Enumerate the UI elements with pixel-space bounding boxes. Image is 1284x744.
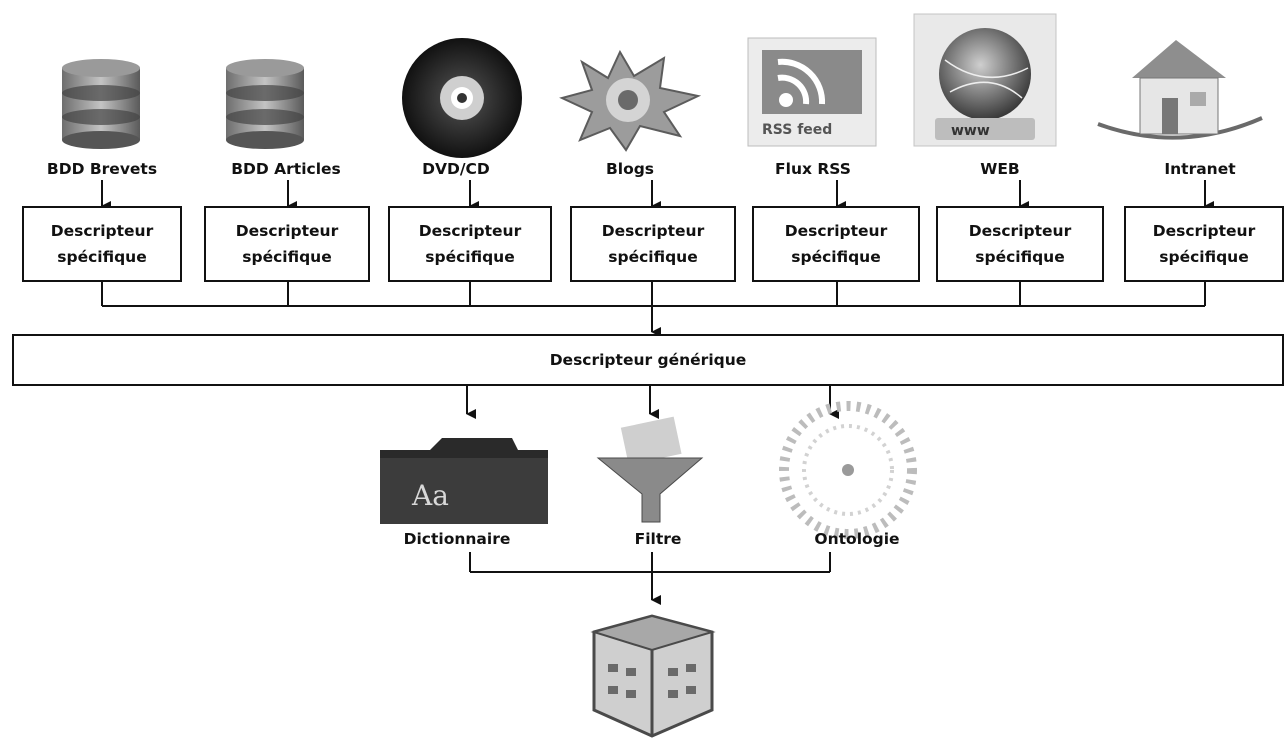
specific-descriptor-line1: Descripteur [968,221,1072,240]
specific-descriptor-line2: spécifique [242,248,332,266]
tool-label-ontologie: Ontologie [814,530,899,548]
specific-descriptor-box-dvd-cd: Descripteur spécifique [388,206,552,282]
source-label-blogs: Blogs [606,160,654,178]
specific-descriptor-line1: Descripteur [1152,221,1256,240]
blog-splash-icon [559,49,702,152]
source-label-flux-rss: Flux RSS [775,160,851,178]
source-label-web: WEB [980,160,1020,178]
rss-feed-icon: RSS feed [747,37,877,147]
generic-descriptor-label: Descripteur générique [549,350,747,369]
specific-descriptor-line2: spécifique [608,248,698,266]
disc-icon [402,38,522,158]
source-label-dvd-cd: DVD/CD [422,160,490,178]
source-arrows [101,180,1214,211]
dictionary-folder-icon: Aa [380,438,548,524]
web-globe-icon: www [913,13,1057,147]
specific-descriptor-line1: Descripteur [50,221,154,240]
tool-arrows [466,386,839,419]
source-label-intranet: Intranet [1164,160,1236,178]
svg-text:Aa: Aa [411,479,449,512]
funnel-filter-icon [596,416,704,523]
source-label-bdd-brevets: BDD Brevets [47,160,157,178]
database-icon [62,59,140,149]
svg-text:RSS feed: RSS feed [762,122,832,138]
specific-descriptor-box-intranet: Descripteur spécifique [1124,206,1284,282]
data-cube-icon [590,614,716,738]
specific-descriptor-line2: spécifique [975,248,1065,266]
house-icon [1097,40,1263,140]
specific-descriptor-box-flux-rss: Descripteur spécifique [752,206,920,282]
svg-text:www: www [951,123,990,139]
tools-merge-lines [469,552,831,573]
tool-label-dictionnaire: Dictionnaire [404,530,511,548]
specific-descriptor-line2: spécifique [1159,248,1249,266]
specific-descriptor-line1: Descripteur [784,221,888,240]
database-icon [226,59,304,149]
specific-descriptor-box-blogs: Descripteur spécifique [570,206,736,282]
source-label-bdd-articles: BDD Articles [231,160,341,178]
specific-descriptor-line1: Descripteur [418,221,522,240]
tool-label-filtre: Filtre [635,530,682,548]
generic-descriptor-box: Descripteur générique [12,334,1284,386]
specific-descriptor-box-bdd-brevets: Descripteur spécifique [22,206,182,282]
specific-descriptor-line2: spécifique [791,248,881,266]
specific-descriptor-box-bdd-articles: Descripteur spécifique [204,206,370,282]
specific-descriptor-line2: spécifique [425,248,515,266]
specific-descriptor-box-web: Descripteur spécifique [936,206,1104,282]
specific-descriptor-line2: spécifique [57,248,147,266]
specific-descriptor-line1: Descripteur [235,221,339,240]
ontology-graph-icon [779,401,917,539]
specific-descriptor-line1: Descripteur [601,221,705,240]
descriptor-bus [101,282,1206,307]
